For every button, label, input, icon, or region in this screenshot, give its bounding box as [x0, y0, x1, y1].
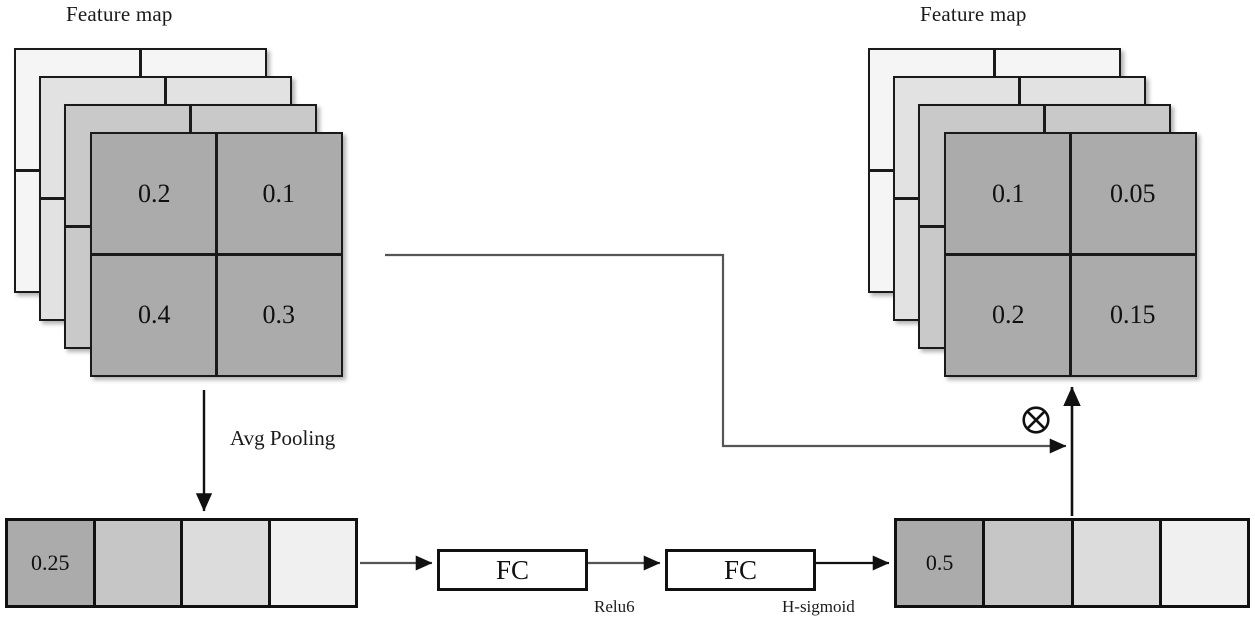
- right-cell-1: 0.05: [1110, 179, 1156, 209]
- left-cell-1: 0.1: [262, 179, 296, 209]
- squeeze-cell-2: [183, 521, 271, 605]
- left-cell-2: 0.4: [138, 299, 171, 329]
- excite-cell-2: [1073, 521, 1162, 605]
- right-cell-3: 0.15: [1110, 299, 1156, 329]
- fc-block-1[interactable]: FC: [437, 549, 588, 591]
- squeeze-cell-0: 0.25: [8, 521, 96, 605]
- left-cell-3: 0.3: [262, 299, 296, 329]
- plate-divider-horizontal: [92, 253, 341, 256]
- excite-cell-1: [985, 521, 1074, 605]
- right-feature-map-caption: Feature map: [920, 2, 1027, 26]
- right-cell-0: 0.1: [992, 179, 1025, 209]
- plate-divider-horizontal: [946, 253, 1195, 256]
- fc-block-2-label: FC: [723, 554, 758, 585]
- excite-cell-3: [1161, 521, 1247, 605]
- squeeze-cell-3: [270, 521, 355, 605]
- excite-cell-0: 0.5: [897, 521, 986, 605]
- fc-block-1-label: FC: [495, 554, 530, 585]
- squeeze-vector-bar: 0.25: [5, 518, 358, 608]
- squeeze-cell-1: [95, 521, 183, 605]
- left-feature-map-cells: 0.2 0.1 0.4 0.3: [92, 134, 341, 375]
- right-cell-2: 0.2: [992, 299, 1025, 329]
- left-cell-0: 0.2: [138, 179, 171, 209]
- relu6-label: Relu6: [594, 597, 635, 616]
- left-stack-layer-1-front: 0.2 0.1 0.4 0.3: [90, 132, 343, 377]
- right-feature-map-cells: 0.1 0.05 0.2 0.15: [946, 134, 1195, 375]
- right-stack-layer-1-front: 0.1 0.05 0.2 0.15: [944, 132, 1197, 377]
- h-sigmoid-label: H-sigmoid: [782, 597, 855, 616]
- left-feature-map-caption: Feature map: [66, 2, 173, 26]
- multiply-icon: [1021, 405, 1051, 435]
- excite-vector-bar: 0.5: [894, 518, 1250, 608]
- fc-block-2[interactable]: FC: [665, 549, 816, 591]
- avg-pooling-label: Avg Pooling: [230, 426, 336, 450]
